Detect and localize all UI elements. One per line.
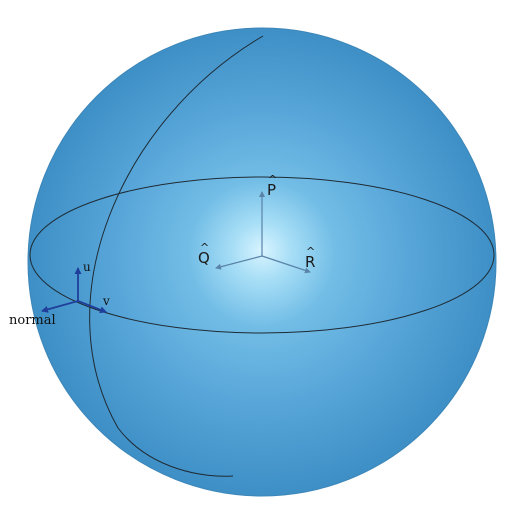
equator-circle [29,176,495,334]
v-label: v [102,294,110,308]
q-hat: ^ [200,241,209,254]
tangent-frame [41,267,107,314]
r-hat-label: ^ R [305,245,315,271]
u-label: u [83,260,91,274]
q-label: Q [198,249,210,267]
p-hat: ^ [268,173,277,186]
center-frame [215,191,311,274]
normal-label: normal [9,313,56,328]
v-axis [77,300,107,314]
p-hat-label: ^ P [267,173,277,199]
r-hat: ^ [306,245,315,258]
p-label: P [267,181,276,199]
normal-axis [41,300,79,313]
q-axis [215,255,263,270]
q-hat-label: ^ Q [198,241,210,267]
meridian-arc [89,35,264,477]
r-label: R [305,253,315,271]
r-axis [261,255,311,274]
sphere [27,27,497,497]
